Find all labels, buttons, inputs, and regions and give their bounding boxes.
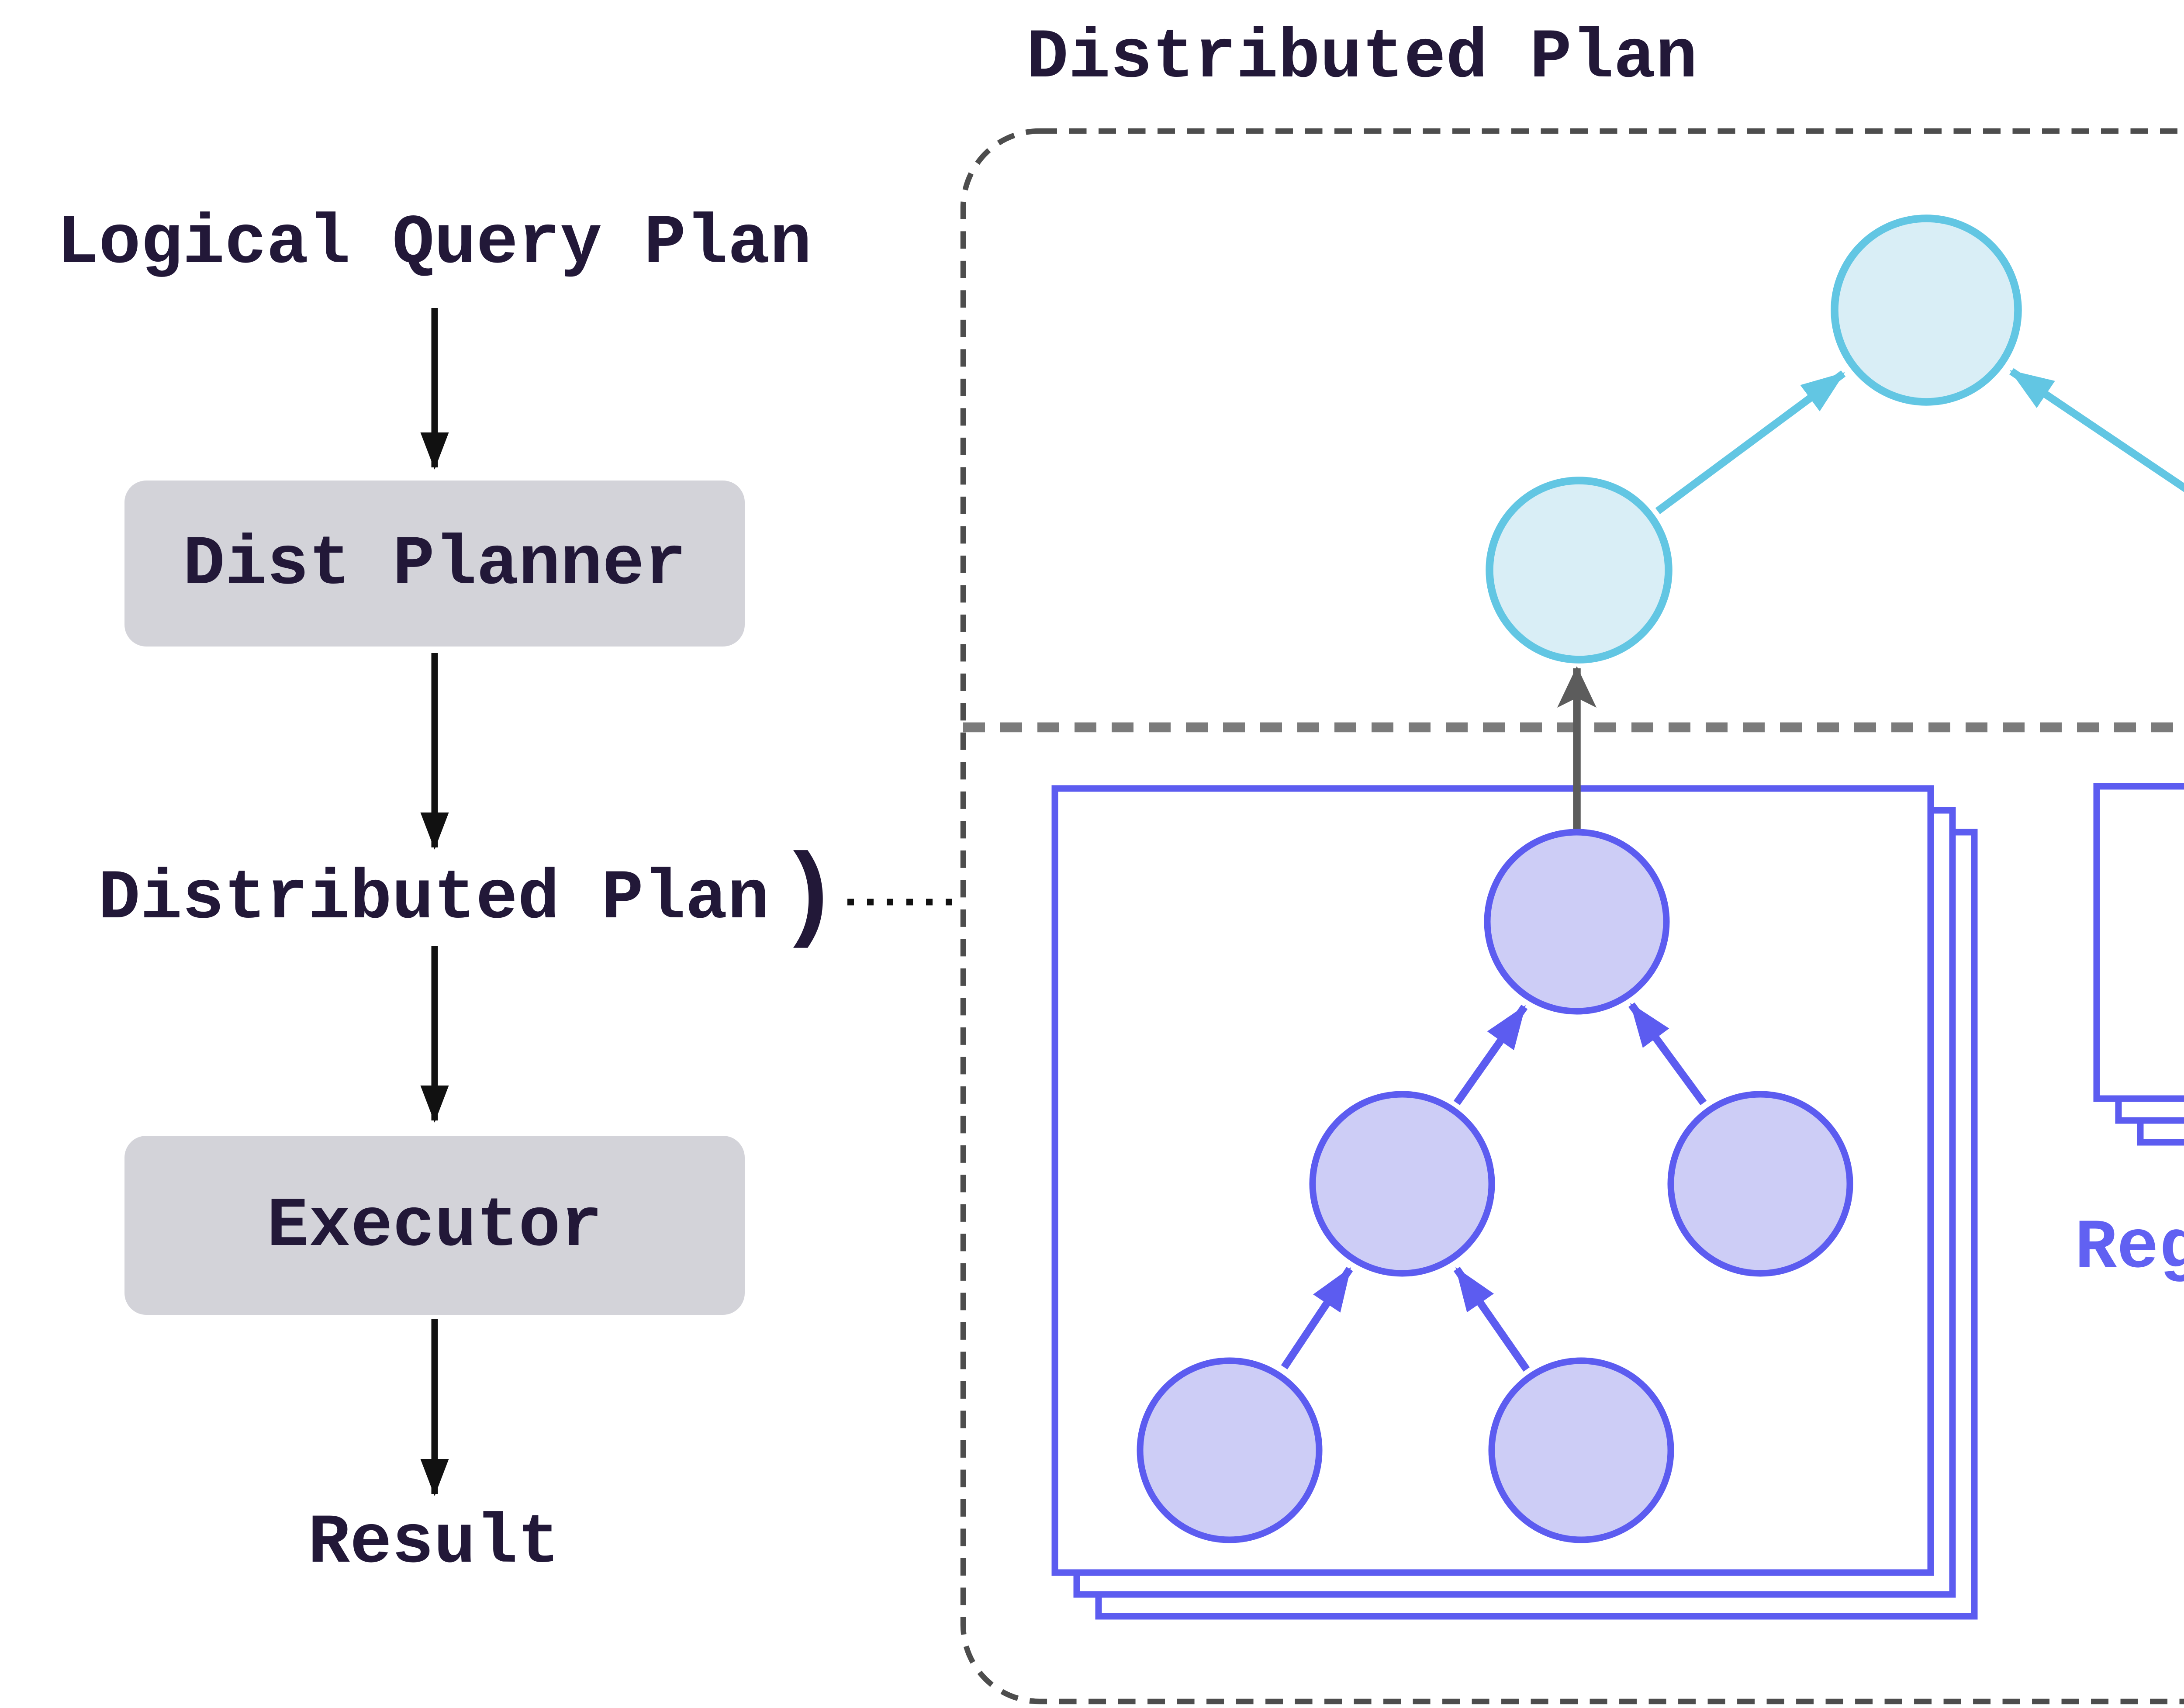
regions-label: Regions	[2075, 1208, 2184, 1289]
executor-box: Executor	[124, 1136, 745, 1315]
datanode-root-node	[1484, 829, 1670, 1015]
container-title: Distributed Plan	[1026, 17, 1698, 98]
distributed-plan-left-label: Distributed Plan	[98, 858, 770, 939]
datanode-edge-midleft-to-root	[1453, 1004, 1528, 1106]
dist-planner-label: Dist Planner	[183, 523, 687, 604]
distributed-plan-container	[960, 128, 2184, 1705]
executor-label: Executor	[266, 1185, 603, 1266]
datanode-edge-leafright-to-midleft	[1453, 1267, 1530, 1372]
datanode-leaf-right-node	[1488, 1357, 1674, 1543]
datanode-leaf-left-node	[1137, 1357, 1323, 1543]
datanode-mid-left-node	[1309, 1091, 1495, 1277]
dist-planner-box: Dist Planner	[124, 481, 745, 647]
datanode-mid-right-node	[1667, 1091, 1853, 1277]
right-region-box	[2093, 783, 2184, 1102]
frontend-edge-right-to-root	[2009, 368, 2184, 492]
frontend-left-node	[1486, 477, 1673, 664]
logical-query-plan-label: Logical Query Plan	[57, 203, 812, 284]
datanode-edge-midright-to-root	[1628, 1002, 1707, 1106]
result-label: Result	[308, 1503, 560, 1584]
distributed-plan-paren: )	[778, 841, 841, 959]
frontend-root-node	[1831, 214, 2022, 406]
frontend-edge-left-to-root	[1655, 370, 1846, 515]
datanode-edge-leafleft-to-midleft	[1281, 1267, 1353, 1369]
